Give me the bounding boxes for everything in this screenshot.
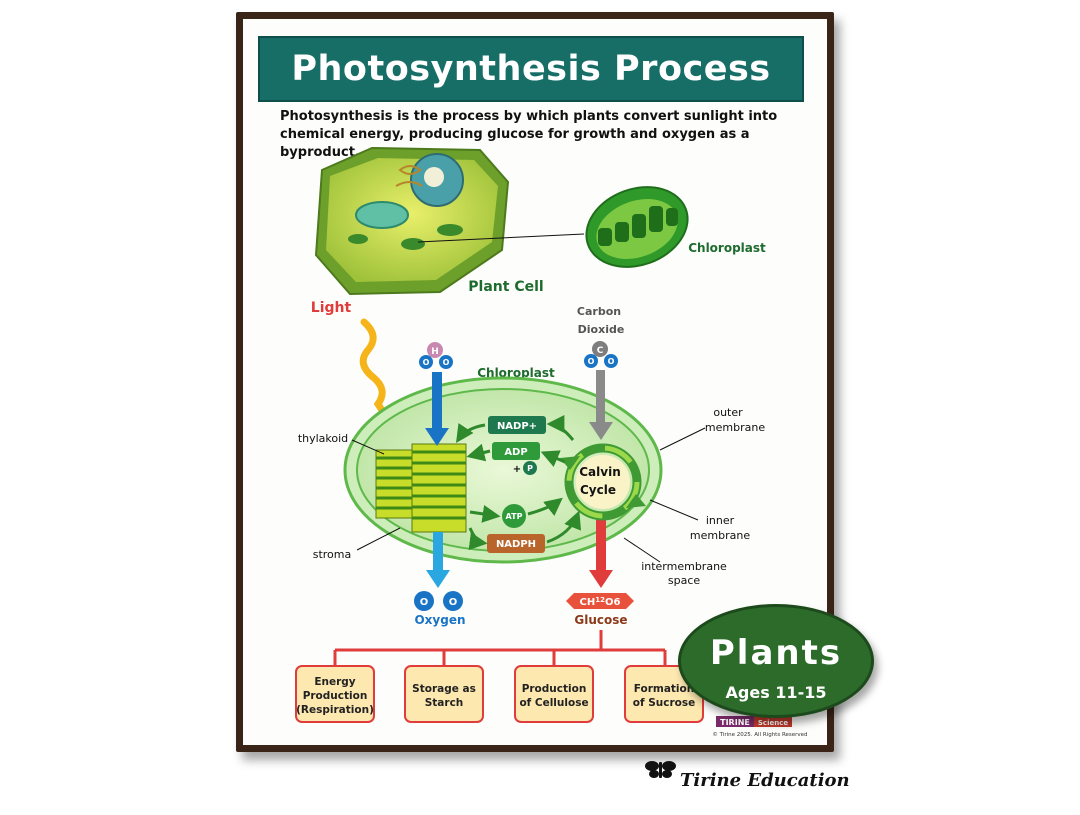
- chloroplast-diagram-label: Chloroplast: [477, 366, 555, 380]
- oxygen-o-label-left: O: [420, 597, 429, 608]
- outer-membrane-label-1: outer: [713, 406, 743, 419]
- carbon-dioxide-label-2: Dioxide: [578, 323, 625, 336]
- thylakoid-pointer: [351, 439, 385, 455]
- carbon-dioxide-label-1: Carbon: [577, 305, 621, 318]
- logo-copyright: © Tirine 2025. All Rights Reserved: [712, 731, 807, 738]
- co2-arrow-head: [589, 422, 613, 440]
- title-bar: Photosynthesis Process: [258, 36, 804, 102]
- co2-o-label-right: O: [608, 357, 615, 366]
- co2-c-atom: [592, 341, 608, 357]
- water-h-label: H: [431, 347, 439, 357]
- badge-subtitle: Ages 11-15: [725, 683, 827, 702]
- glucose-formula: CH12O6: [580, 596, 621, 608]
- glucose-arrow-head: [589, 570, 613, 588]
- stroma-pointer: [356, 527, 401, 551]
- oxygen-arrow-shaft: [433, 532, 443, 572]
- intermembrane-label-2: space: [668, 574, 701, 587]
- co2-o-atom-left: [584, 354, 598, 368]
- oxygen-label: Oxygen: [414, 613, 465, 627]
- output-production-of-cellulose: Production of Cellulose: [514, 665, 594, 723]
- svg-text:of Sucrose: of Sucrose: [633, 697, 695, 709]
- svg-text:Formation: Formation: [634, 683, 694, 695]
- stroma-label: stroma: [313, 548, 352, 561]
- output-energy-production: Energy Production (Respiration): [295, 665, 375, 723]
- butterfly-icon: [645, 761, 676, 778]
- calvin-cycle: [560, 443, 646, 521]
- output-storage-as-starch: Storage as Starch: [404, 665, 484, 723]
- atp-label: ATP: [506, 512, 523, 521]
- water-o-label-left: O: [423, 358, 430, 367]
- light-label: Light: [311, 300, 352, 316]
- water-o-label-right: O: [443, 358, 450, 367]
- co2-o-label-left: O: [588, 357, 595, 366]
- glucose-label: Glucose: [574, 613, 627, 627]
- energy-flow-arrows: [456, 415, 582, 551]
- svg-text:(Respiration): (Respiration): [296, 704, 374, 716]
- water-arrow-head: [425, 428, 449, 446]
- intermembrane-label-1: intermembrane: [641, 560, 727, 573]
- oxygen-o-label-right: O: [449, 597, 458, 608]
- intro-text: Photosynthesis is the process by which p…: [280, 109, 778, 160]
- thylakoid-label: thylakoid: [298, 432, 348, 445]
- poster-title: Photosynthesis Process: [291, 49, 771, 89]
- inner-membrane-label-1: inner: [706, 514, 735, 527]
- light-wave-arrow: [359, 318, 396, 430]
- svg-text:Production: Production: [303, 690, 368, 702]
- water-h-atom: [427, 342, 443, 358]
- oxygen-o-atom-left: [414, 591, 434, 611]
- logo-name: TIRINE: [720, 718, 750, 727]
- nadph-label: NADPH: [496, 539, 536, 550]
- output-connectors: [333, 630, 667, 666]
- oxygen-arrow-head: [426, 570, 450, 588]
- water-o-atom-left: [419, 355, 433, 369]
- adp-box: [492, 442, 540, 460]
- glucose-formula-box: [566, 593, 634, 609]
- badge-title: Plants: [709, 633, 843, 673]
- plant-cell-illustration: [314, 146, 510, 296]
- chloroplast-illustration: [585, 186, 689, 268]
- plus-sign: +: [513, 464, 521, 475]
- adp-label: ADP: [504, 447, 527, 458]
- inner-membrane-pointer: [649, 499, 699, 521]
- svg-text:of Cellulose: of Cellulose: [519, 697, 588, 709]
- calvin-cycle-label-2: Cycle: [580, 483, 616, 497]
- brand-name: Tirine Education: [680, 770, 850, 791]
- thylakoid-stack-small: [375, 449, 413, 519]
- co2-c-label: C: [597, 346, 604, 356]
- plants-badge: Plants Ages 11-15: [678, 604, 874, 718]
- atp-circle: [502, 504, 526, 528]
- co2-o-atom-right: [604, 354, 618, 368]
- intermembrane-pointer: [623, 537, 661, 563]
- thylakoid-stack-large: [411, 443, 467, 533]
- water-arrow-shaft: [432, 372, 442, 430]
- cell-to-chloroplast-pointer: [417, 233, 585, 243]
- nadph-box: [487, 534, 545, 553]
- logo-tag: Science: [758, 719, 788, 727]
- water-o-atom-right: [439, 355, 453, 369]
- oxygen-o-atom-right: [443, 591, 463, 611]
- svg-text:Storage as: Storage as: [412, 683, 476, 695]
- logo-tag-box: [754, 716, 792, 727]
- nadp-plus-label: NADP+: [497, 421, 537, 432]
- phosphate-circle: [523, 461, 537, 475]
- inner-membrane-label-2: membrane: [690, 529, 750, 542]
- svg-text:Energy: Energy: [314, 676, 355, 688]
- chloroplast-top-label: Chloroplast: [688, 241, 766, 255]
- outer-membrane-pointer: [659, 427, 706, 451]
- plant-cell-label: Plant Cell: [468, 279, 543, 295]
- co2-arrow-shaft: [596, 370, 605, 424]
- calvin-cycle-label-1: Calvin: [579, 465, 621, 479]
- nadp-plus-box: [488, 416, 546, 434]
- svg-text:Production: Production: [522, 683, 587, 695]
- outer-membrane-label-2: membrane: [705, 421, 765, 434]
- logo-name-box: [716, 716, 754, 727]
- glucose-arrow-shaft: [596, 516, 606, 572]
- phosphate-label: P: [527, 464, 533, 473]
- svg-text:Starch: Starch: [425, 697, 464, 709]
